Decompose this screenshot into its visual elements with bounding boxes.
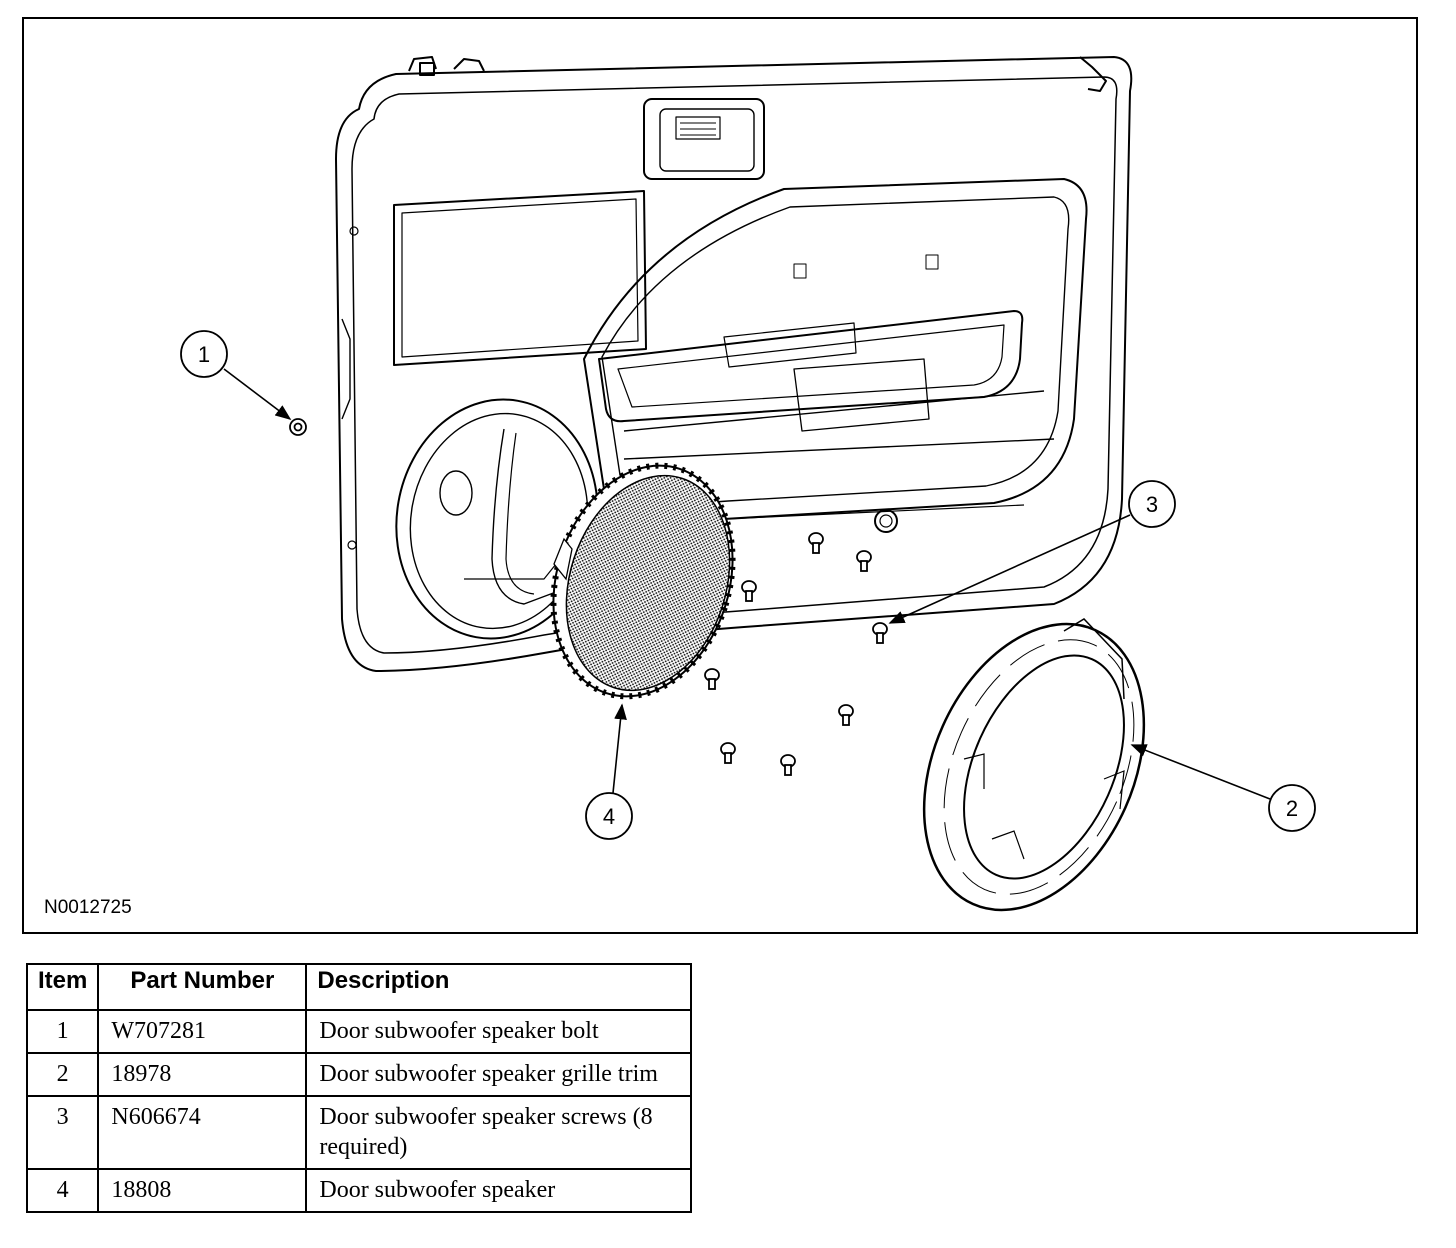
row-part-number: 18978 (97, 1052, 308, 1097)
speaker-screws (704, 532, 888, 776)
leader-line-1 (223, 368, 292, 420)
row-description: Door subwoofer speaker bolt (305, 1009, 692, 1054)
svg-text:3: 3 (1146, 492, 1158, 517)
screw (720, 742, 736, 764)
table-row: 3 N606674 Door subwoofer speaker screws … (25, 1095, 692, 1170)
diagram-drawing: 1 3 2 4 (180, 56, 1316, 912)
row-item: 1 (25, 1009, 100, 1054)
table-row: 4 18808 Door subwoofer speaker (25, 1168, 692, 1213)
door-trim-panel (335, 56, 1133, 672)
screw (838, 704, 854, 726)
row-item: 4 (25, 1168, 100, 1213)
leader-line-3 (888, 514, 1131, 624)
row-part-number: 18808 (97, 1168, 308, 1213)
parts-table: Item Part Number Description 1 W707281 D… (25, 963, 692, 1213)
callout-4: 4 (585, 792, 633, 840)
screw (872, 622, 888, 644)
row-description: Door subwoofer speaker grille trim (305, 1052, 692, 1097)
svg-text:4: 4 (603, 804, 615, 829)
svg-text:2: 2 (1286, 796, 1298, 821)
speaker-bolt (289, 418, 307, 436)
screw (808, 532, 824, 554)
table-row: 1 W707281 Door subwoofer speaker bolt (25, 1009, 692, 1054)
table-header-row: Item Part Number Description (25, 963, 692, 1011)
callout-2: 2 (1268, 784, 1316, 832)
callout-3: 3 (1128, 480, 1176, 528)
row-part-number: W707281 (97, 1009, 308, 1054)
callout-1: 1 (180, 330, 228, 378)
row-item: 3 (25, 1095, 100, 1170)
leader-line-4 (612, 703, 627, 794)
grille-trim (922, 618, 1146, 912)
header-part-number: Part Number (97, 963, 308, 1011)
exploded-diagram: 1 3 2 4 N0012725 (22, 17, 1418, 934)
header-item: Item (25, 963, 100, 1011)
row-item: 2 (25, 1052, 100, 1097)
row-description: Door subwoofer speaker screws (8 require… (305, 1095, 692, 1170)
row-description: Door subwoofer speaker (305, 1168, 692, 1213)
leader-lines (223, 368, 1271, 800)
screw (741, 580, 757, 602)
table-row: 2 18978 Door subwoofer speaker grille tr… (25, 1052, 692, 1097)
screw (856, 550, 872, 572)
speaker (550, 462, 736, 700)
screw (704, 668, 720, 690)
svg-text:1: 1 (198, 342, 210, 367)
figure-id: N0012725 (44, 897, 132, 918)
screw (780, 754, 796, 776)
row-part-number: N606674 (97, 1095, 308, 1170)
header-description: Description (305, 963, 692, 1011)
leader-line-2 (1130, 744, 1271, 800)
